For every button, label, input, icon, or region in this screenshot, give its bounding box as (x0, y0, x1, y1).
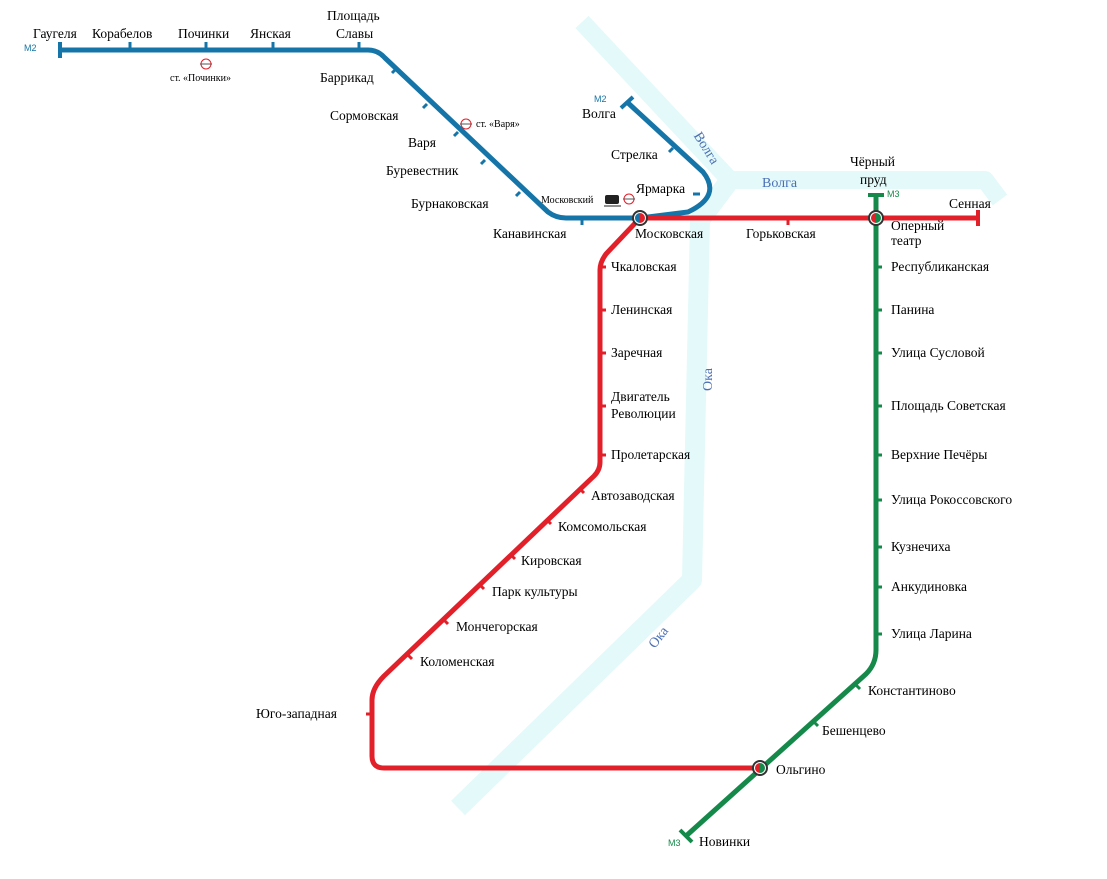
interchange-half-green (876, 213, 881, 223)
terminal-bar-novinki (678, 828, 694, 844)
station-label-dvigatel-revolyutsii-1[interactable]: Двигатель (611, 389, 670, 404)
line-tag-m3-south: М3 (668, 838, 681, 848)
station-label-komsomolskaya[interactable]: Комсомольская (558, 519, 646, 534)
station-label-beshentsevo[interactable]: Бешенцево (822, 723, 886, 738)
line-tag-m3-north: М3 (887, 189, 900, 199)
station-label-varya[interactable]: Варя (408, 135, 436, 150)
river-label-volga-2: Волга (762, 176, 798, 191)
station-label-strelka[interactable]: Стрелка (611, 147, 658, 162)
station-label-sennaya[interactable]: Сенная (949, 196, 991, 211)
interchange-half-blue (635, 213, 640, 223)
interchange-half-red (871, 213, 876, 223)
station-label-dvigatel-revolyutsii-2[interactable]: Революции (611, 406, 676, 421)
station-label-proletarskaya[interactable]: Пролетарская (611, 447, 690, 462)
station-label-burnakovskaya[interactable]: Бурнаковская (411, 196, 489, 211)
line-tag-m2-west: М2 (24, 43, 37, 53)
line-m1 (366, 210, 980, 771)
station-label-park-kultury[interactable]: Парк культуры (492, 584, 578, 599)
station-label-gaugelya[interactable]: Гаугеля (33, 26, 77, 41)
station-tick-barrikad[interactable] (390, 67, 398, 75)
station-label-respublikanskaya[interactable]: Республиканская (891, 259, 989, 274)
interchange-half-green (760, 763, 765, 773)
river-volga-upper (575, 15, 1008, 206)
rivers (451, 15, 1008, 816)
line-m2 (58, 42, 713, 225)
station-tick-burnakovskaya[interactable] (514, 190, 522, 198)
station-tick-kirovskaya[interactable] (508, 552, 517, 561)
station-tick-burevestnik[interactable] (479, 158, 487, 166)
rail-station-label-varya: ст. «Варя» (476, 119, 520, 130)
station-label-chkalovskaya[interactable]: Чкаловская (611, 259, 677, 274)
station-label-ploshchad-slavy-2[interactable]: Славы (336, 26, 373, 41)
station-label-kirovskaya[interactable]: Кировская (521, 553, 582, 568)
station-tick-monchegorskaya[interactable] (441, 617, 450, 626)
station-label-gorkovskaya[interactable]: Горьковская (746, 226, 816, 241)
interchange-half-red (640, 213, 645, 223)
station-label-pochinki[interactable]: Починки (178, 26, 229, 41)
river-oka (451, 174, 738, 816)
station-label-barrikad[interactable]: Баррикад (320, 70, 374, 85)
station-label-avtozavodskaya[interactable]: Автозаводская (591, 488, 675, 503)
station-tick-konstantinovo[interactable] (853, 682, 862, 691)
line-m2-track-east (625, 100, 713, 221)
station-label-ulitsa-larina[interactable]: Улица Ларина (891, 626, 972, 641)
interchange-moskovskaya[interactable] (632, 210, 648, 226)
station-label-sormovskaya[interactable]: Сормовская (330, 108, 398, 123)
rail-station-label-pochinki: ст. «Починки» (170, 73, 231, 84)
interchange-olgino[interactable] (752, 760, 768, 776)
station-tick-kolomenskaya[interactable] (405, 652, 414, 661)
station-label-ulitsa-suslovoy[interactable]: Улица Сусловой (891, 345, 985, 360)
station-label-ulitsa-rokossovskogo[interactable]: Улица Рокоссовского (891, 492, 1012, 507)
line-m3-track (684, 195, 879, 838)
station-label-monchegorskaya[interactable]: Мончегорская (456, 619, 538, 634)
station-label-kuznechikha[interactable]: Кузнечиха (891, 539, 951, 554)
station-label-zarechnaya[interactable]: Заречная (611, 345, 662, 360)
line-m3 (678, 193, 884, 844)
station-label-yugo-zapadnaya[interactable]: Юго-западная (256, 706, 337, 721)
station-tick-park-kultury[interactable] (477, 582, 486, 591)
station-label-chyorny-prud-2[interactable]: пруд (860, 172, 887, 187)
line-tag-m2-volga: М2 (594, 94, 607, 104)
station-label-panina[interactable]: Панина (891, 302, 934, 317)
station-tick-beshentsevo[interactable] (811, 719, 820, 728)
station-label-ploshchad-slavy-1[interactable]: Площадь (327, 8, 380, 23)
interchange-operny-teatr[interactable] (868, 210, 884, 226)
station-label-yanskaya[interactable]: Янская (250, 26, 291, 41)
station-label-kanavinskaya[interactable]: Канавинская (493, 226, 566, 241)
station-label-leninskaya[interactable]: Ленинская (611, 302, 672, 317)
rail-transfer-icon (623, 193, 635, 205)
line-m2-track-west (60, 47, 640, 221)
station-label-yarmarka[interactable]: Ярмарка (636, 181, 685, 196)
station-label-moskovskaya[interactable]: Московская (635, 226, 703, 241)
station-tick-strelka[interactable] (667, 146, 675, 154)
line-m1-track (369, 215, 978, 771)
rail-station-label-moskovsky: Московский (541, 195, 594, 206)
station-label-ankudinovka[interactable]: Анкудиновка (891, 579, 967, 594)
station-label-operny-teatr-1[interactable]: Оперный (891, 218, 944, 233)
interchange-half-red (755, 763, 760, 773)
station-label-operny-teatr-2[interactable]: театр (891, 233, 922, 248)
station-tick-varya[interactable] (452, 130, 460, 138)
station-label-chyorny-prud-1[interactable]: Чёрный (850, 154, 895, 169)
terminal-bar-volga (619, 95, 635, 110)
station-label-olgino[interactable]: Ольгино (776, 762, 826, 777)
station-tick-sormovskaya[interactable] (421, 102, 429, 110)
station-label-verkhnie-pechery[interactable]: Верхние Печёры (891, 447, 987, 462)
station-tick-avtozavodskaya[interactable] (577, 486, 586, 495)
station-label-kolomenskaya[interactable]: Коломенская (420, 654, 494, 669)
station-label-korabelov[interactable]: Корабелов (92, 26, 152, 41)
train-icon (604, 195, 621, 207)
station-label-ploshchad-sovetskaya[interactable]: Площадь Советская (891, 398, 1006, 413)
station-label-konstantinovo[interactable]: Константиново (868, 683, 956, 698)
station-tick-komsomolskaya[interactable] (544, 517, 553, 526)
station-label-burevestnik[interactable]: Буревестник (386, 163, 459, 178)
rail-transfer-icon (200, 58, 212, 70)
station-label-novinki[interactable]: Новинки (699, 834, 750, 849)
rail-transfer-icon (460, 118, 472, 130)
station-label-volga[interactable]: Волга (582, 106, 616, 121)
river-label-oka-1: Ока (701, 367, 716, 391)
